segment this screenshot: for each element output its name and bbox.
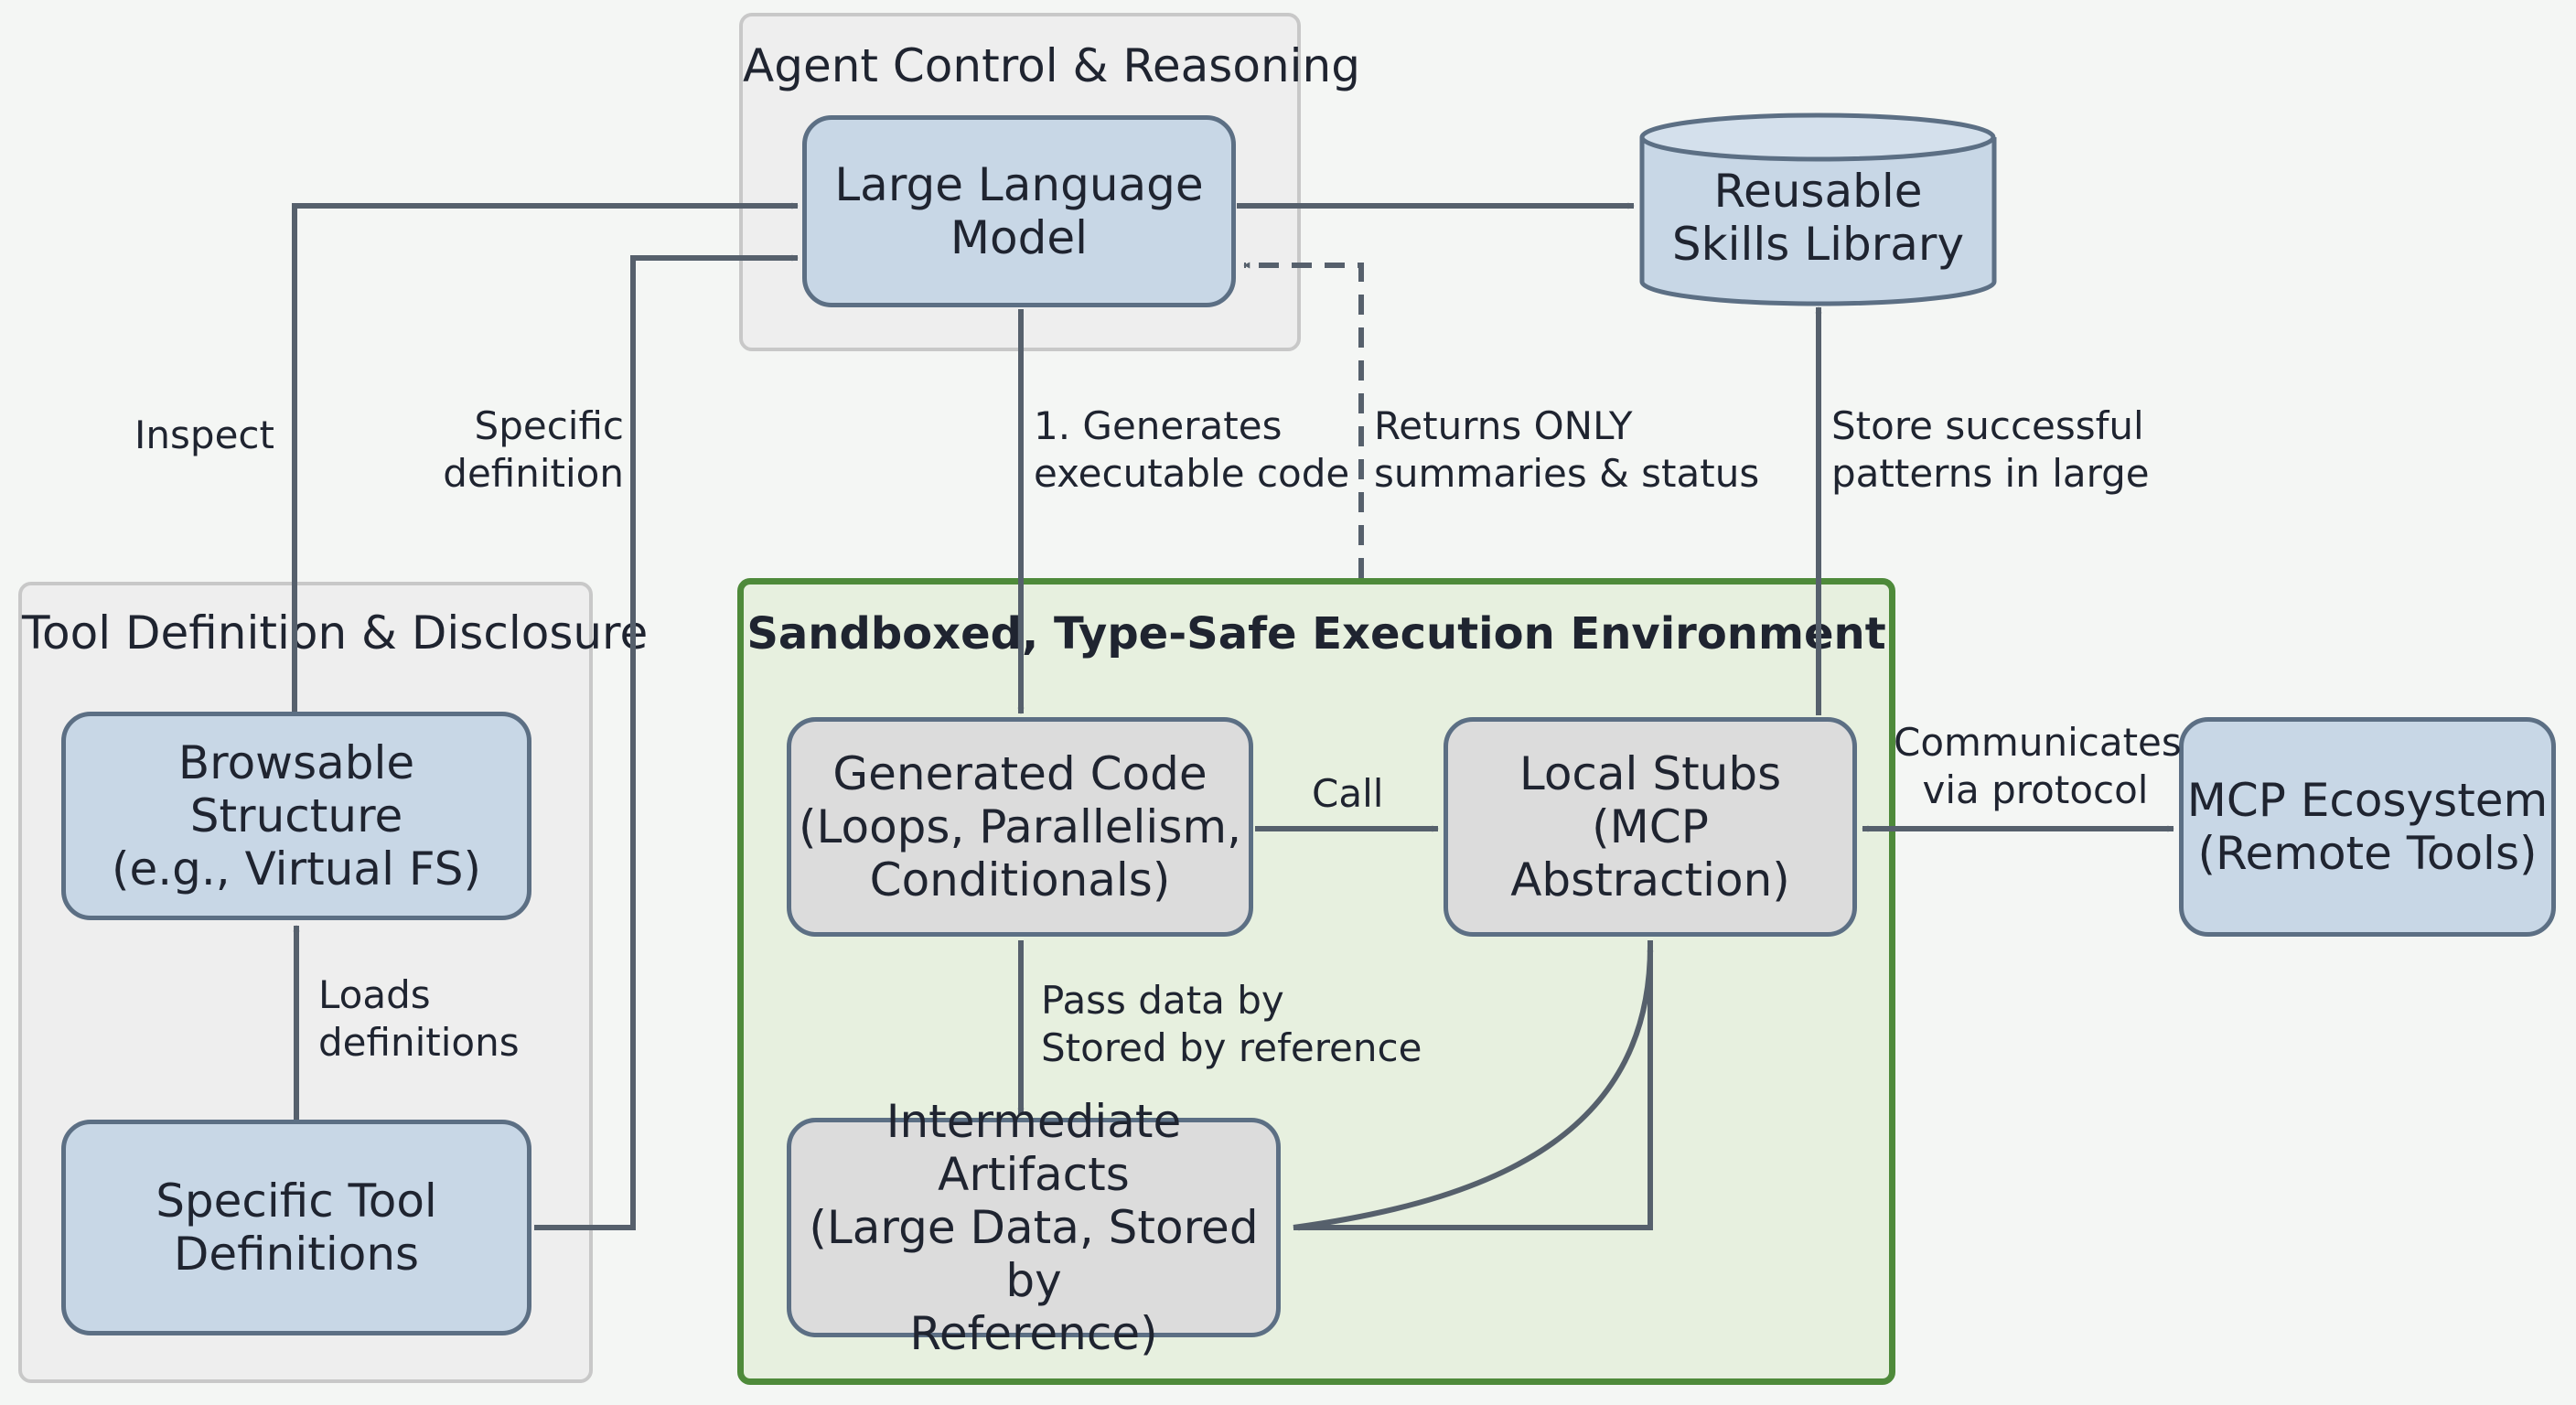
call-label: Call bbox=[1312, 771, 1384, 816]
browsable-structure-label: Browsable Structure(e.g., Virtual FS) bbox=[112, 736, 481, 896]
local-stubs-label: Local Stubs(MCP Abstraction) bbox=[1510, 747, 1790, 906]
local-stubs-node: Local Stubs(MCP Abstraction) bbox=[1444, 717, 1857, 937]
browsable-structure-node: Browsable Structure(e.g., Virtual FS) bbox=[61, 712, 531, 920]
edge-returns-summaries bbox=[1243, 262, 1364, 578]
inspect-label: Inspect bbox=[134, 413, 274, 457]
edge-inspect bbox=[292, 202, 799, 712]
intermediate-artifacts-node: Intermediate Artifacts(Large Data, Store… bbox=[787, 1095, 1281, 1360]
edge-specific-definition bbox=[534, 254, 799, 1230]
mcp-ecosystem-label: MCP Ecosystem(Remote Tools) bbox=[2186, 774, 2549, 880]
skills-library-cylinder bbox=[1639, 113, 1997, 306]
generated-code-label: Generated Code(Loops, Parallelism,Condit… bbox=[799, 747, 1241, 906]
sandbox-title: Sandboxed, Type-Safe Execution Environme… bbox=[746, 608, 1886, 660]
tool-definition-title: Tool Definition & Disclosure bbox=[22, 606, 649, 660]
edge-artifacts-curve bbox=[1293, 945, 1654, 1230]
edge-artifacts-loop bbox=[1293, 940, 1653, 1231]
agent-control-title: Agent Control & Reasoning bbox=[743, 39, 1360, 92]
generated-code-node: Generated Code(Loops, Parallelism,Condit… bbox=[787, 717, 1253, 937]
intermediate-artifacts-label: Intermediate Artifacts(Large Data, Store… bbox=[809, 1095, 1259, 1360]
mcp-ecosystem-node: MCP Ecosystem(Remote Tools) bbox=[2179, 717, 2556, 937]
